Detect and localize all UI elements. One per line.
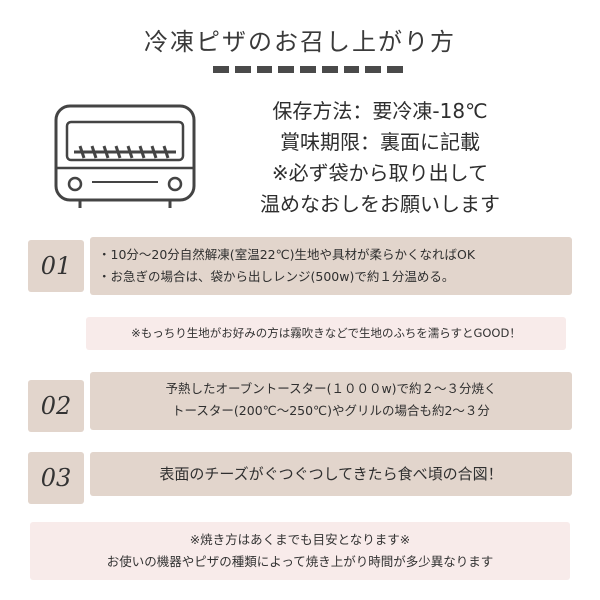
step-02-instructions: 予熱したオーブントースター(１０００w)で約２～３分焼く トースター(200℃～…: [90, 372, 572, 430]
step-01-line-1: ・10分～20分自然解凍(室温22℃)生地や具材が柔らかくなればOK: [98, 247, 476, 262]
footer-line-2: お使いの機器やピザの種類によって焼き上がり時間が多少異なります: [106, 554, 494, 569]
storage-method: 保存方法：要冷凍-18℃: [272, 99, 488, 123]
step-number-02: 02: [28, 380, 84, 432]
notice-line-2: 温めなおしをお願いします: [260, 192, 500, 216]
step-02-line-2: トースター(200℃～250℃)やグリルの場合も約2～３分: [172, 403, 490, 418]
page-title: 冷凍ピザのお召し上がり方: [144, 28, 456, 56]
step-number-01: 01: [28, 240, 84, 292]
expiry-info: 賞味期限：裏面に記載: [280, 130, 480, 154]
tip-note: ※もっちり生地がお好みの方は霧吹きなどで生地のふちを濡らすとGOOD！: [86, 317, 566, 350]
footer-note: ※焼き方はあくまでも目安となります※ お使いの機器やピザの種類によって焼き上がり…: [30, 522, 570, 580]
step-01-instructions: ・10分～20分自然解凍(室温22℃)生地や具材が柔らかくなればOK ・お急ぎの…: [90, 237, 572, 295]
step-03-line-1: 表面のチーズがぐつぐつしてきたら食べ頃の合図！: [159, 465, 503, 483]
toaster-oven-icon: [54, 104, 196, 208]
step-02-line-1: 予熱したオーブントースター(１０００w)で約２～３分焼く: [165, 381, 497, 396]
step-01-line-2: ・お急ぎの場合は、袋から出しレンジ(500w)で約１分温める。: [98, 269, 455, 284]
title-underline-divider: [213, 66, 404, 74]
step-03-instructions: 表面のチーズがぐつぐつしてきたら食べ頃の合図！: [90, 452, 572, 496]
storage-info: 保存方法：要冷凍-18℃ 賞味期限：裏面に記載 ※必ず袋から取り出して 温めなお…: [215, 96, 545, 220]
footer-line-1: ※焼き方はあくまでも目安となります※: [189, 532, 411, 547]
notice-line-1: ※必ず袋から取り出して: [271, 161, 489, 185]
step-number-03: 03: [28, 452, 84, 504]
